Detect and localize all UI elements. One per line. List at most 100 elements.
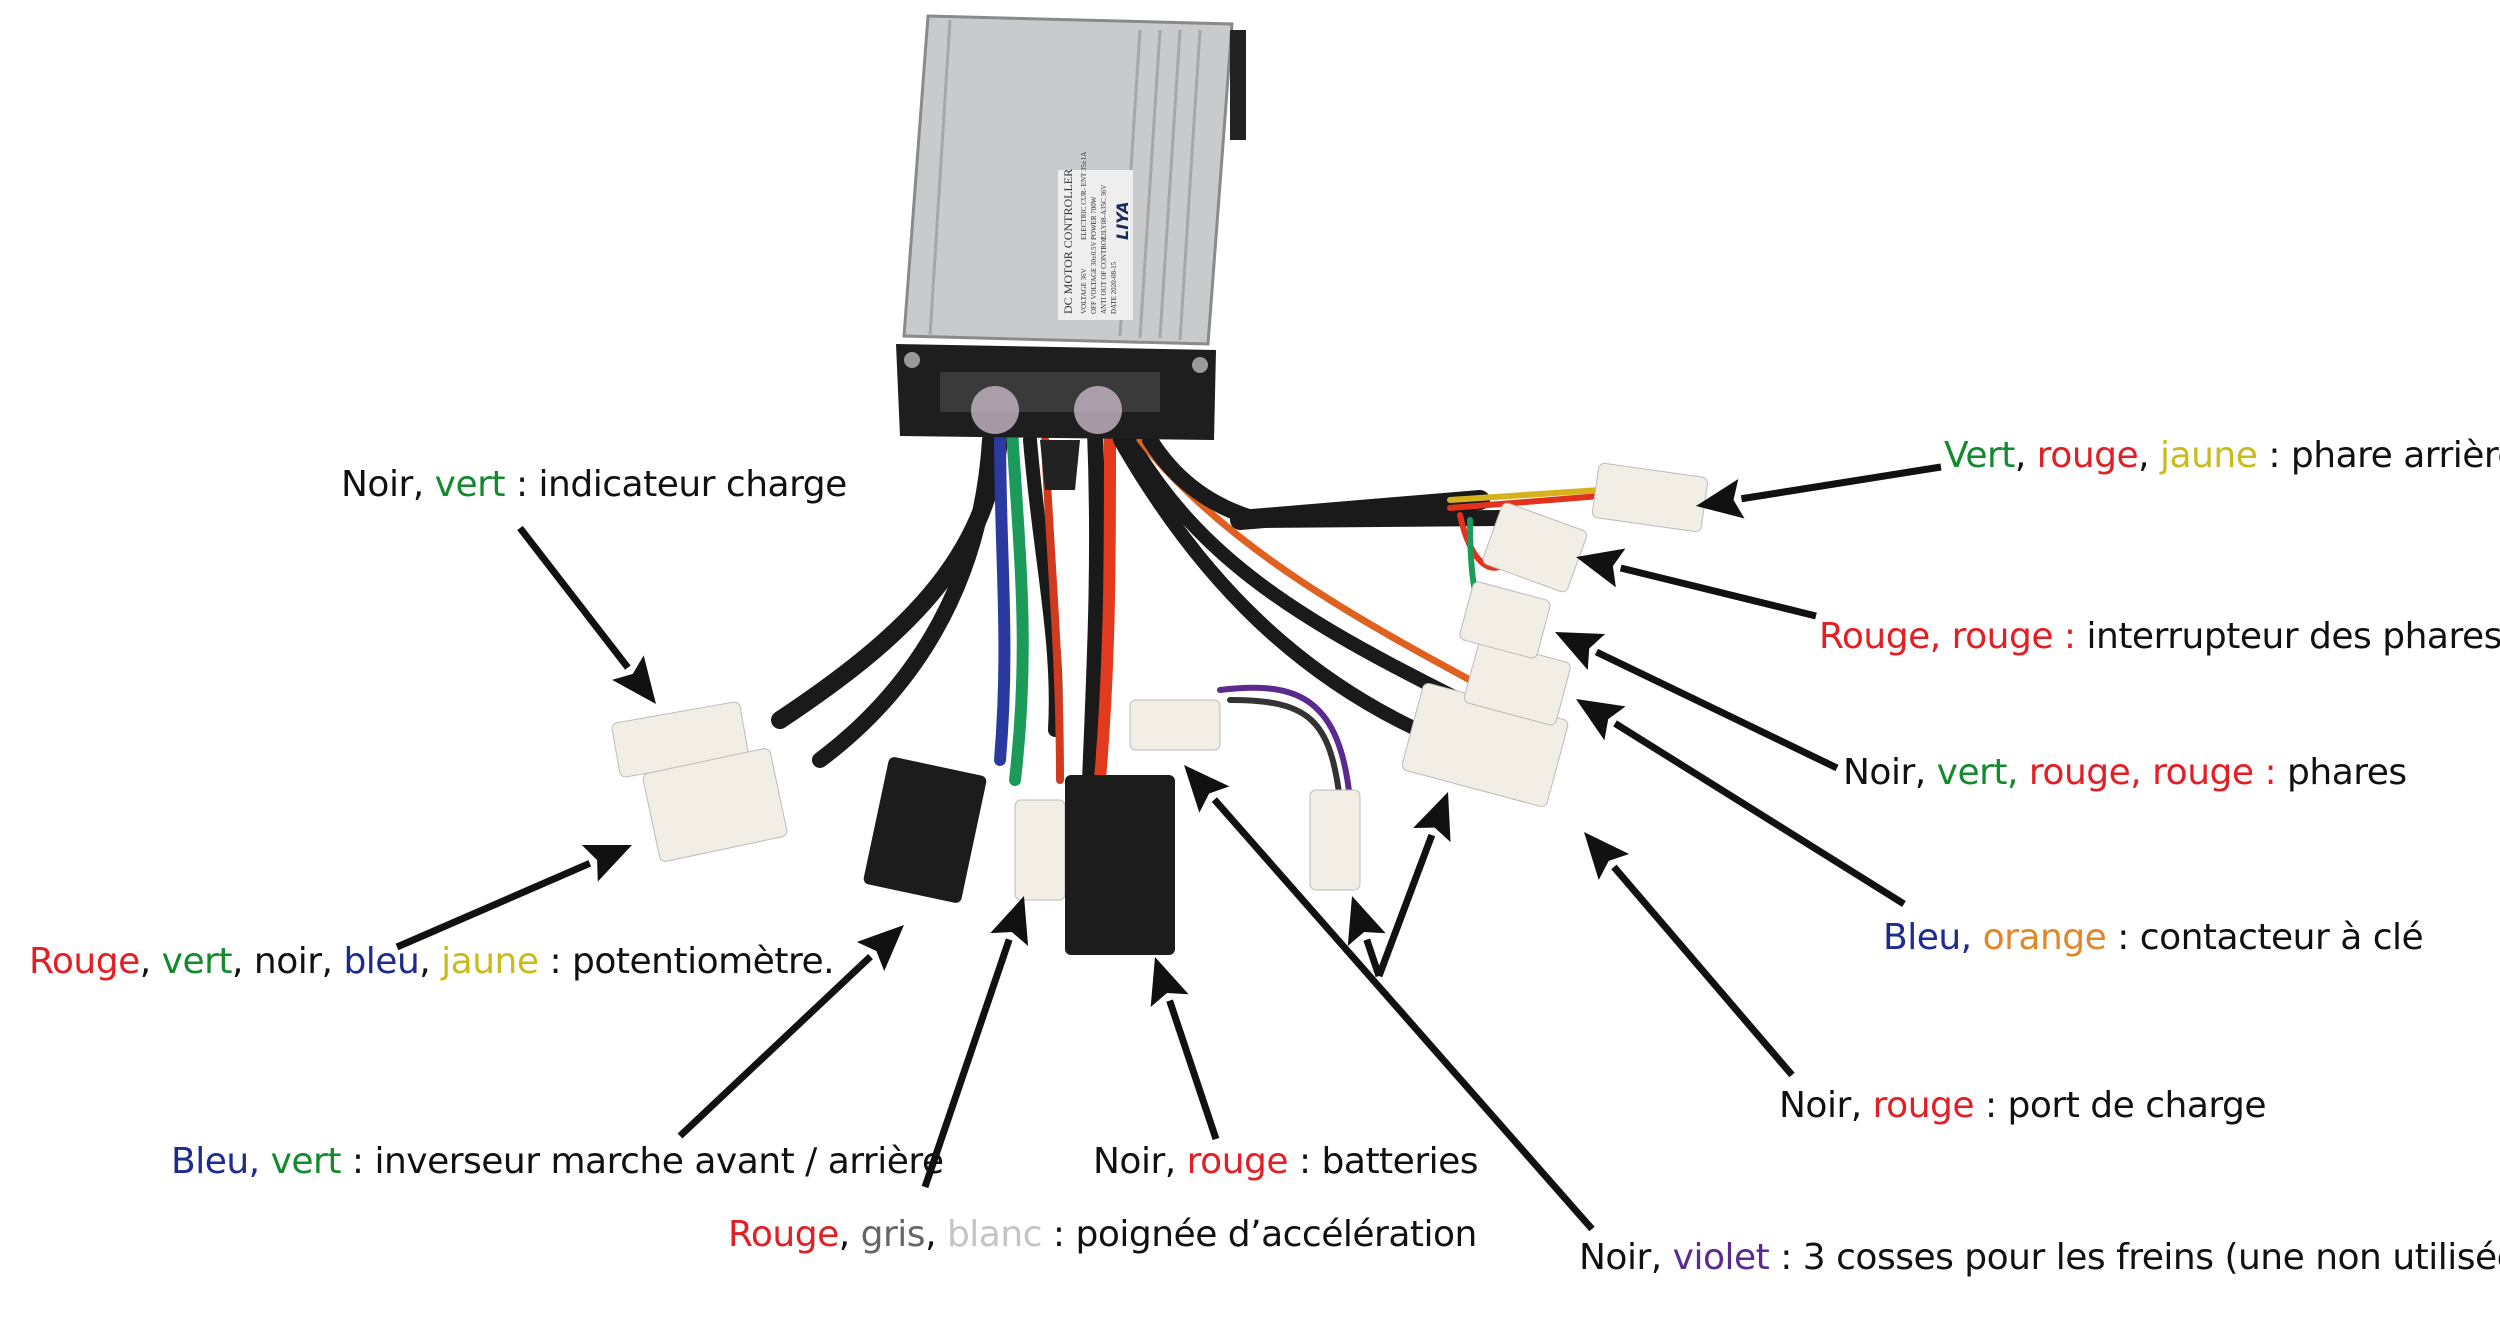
arrow-phares — [1555, 632, 1839, 772]
label-segment: : indicateur charge — [505, 464, 847, 505]
label-segment: blanc — [946, 1214, 1043, 1255]
arrow-line — [1740, 463, 1942, 503]
label-segment: , — [139, 941, 162, 982]
arrow-phare-arriere — [1696, 463, 1942, 519]
connectors — [611, 462, 1708, 955]
arrow-port-charge — [1584, 832, 1795, 1078]
arrow-head — [1696, 479, 1745, 519]
label-segment: Rouge — [728, 1214, 839, 1255]
label-segment: Vert — [1944, 435, 2015, 476]
arrow-line — [1619, 564, 1817, 620]
spec-current: ELECTRIC CUR- ENT 35±1A — [1080, 152, 1088, 240]
label-segment: : batteries — [1288, 1141, 1479, 1182]
label-segment: Noir, — [1093, 1141, 1187, 1182]
label-indicateur-charge: Noir, vert : indicateur charge — [341, 463, 847, 507]
label-segment: Noir, — [1779, 1085, 1873, 1126]
label-segment: vert, — [1936, 752, 2029, 793]
label-segment: rouge, rouge : — [2028, 752, 2288, 793]
arrow-interrupteur-phares — [1576, 548, 1817, 620]
spec-anti: ANTI OUT OF CONTROL — [1100, 236, 1108, 314]
arrow-freins — [1375, 792, 1451, 978]
arrow-freins — [1347, 896, 1386, 978]
arrow-head — [856, 925, 904, 972]
label-segment: Bleu, — [1883, 917, 1983, 958]
label-segment: vert — [270, 1141, 342, 1182]
spec-model: ZJLY08-A35C 36V — [1100, 185, 1108, 241]
arrow-head — [1555, 632, 1606, 670]
label-segment: Noir, — [341, 464, 435, 505]
label-segment: orange — [1982, 917, 2107, 958]
label-segment: phares — [2287, 752, 2407, 793]
arrow-freins — [1184, 765, 1595, 1232]
arrow-head — [1347, 896, 1386, 946]
label-phare-arriere: Vert, rouge, jaune : phare arrière — [1944, 434, 2500, 478]
label-segment: , noir, — [232, 941, 344, 982]
arrow-line — [1611, 864, 1795, 1078]
arrow-line — [517, 525, 631, 670]
arrow-inverseur — [677, 925, 904, 1139]
label-contacteur-cle: Bleu, orange : contacteur à clé — [1883, 916, 2424, 960]
label-segment: rouge — [2036, 435, 2139, 476]
arrow-line — [1166, 999, 1220, 1141]
label-segment: : potentiomètre. — [538, 941, 835, 982]
label-potentiometre: Rouge, vert, noir, bleu, jaune : potenti… — [29, 940, 835, 984]
spec-date: DATE 2020-08-15 — [1110, 261, 1118, 314]
arrow-line — [1594, 648, 1839, 772]
label-segment: , — [419, 941, 442, 982]
arrow-head — [1576, 548, 1626, 588]
label-port-charge: Noir, rouge : port de charge — [1779, 1084, 2267, 1128]
label-segment: jaune — [441, 941, 539, 982]
spec-voltage: VOLTAGE 36V — [1080, 268, 1088, 314]
arrow-head — [1184, 765, 1230, 813]
label-segment: , — [2138, 435, 2161, 476]
arrow-line — [1375, 833, 1436, 978]
label-segment: Noir, — [1579, 1237, 1673, 1278]
label-segment: gris — [860, 1214, 926, 1255]
label-segment: , — [2014, 435, 2037, 476]
arrow-head — [612, 655, 656, 704]
arrow-line — [921, 938, 1013, 1189]
label-interrupteur-phares: Rouge, rouge : interrupteur des phares — [1819, 615, 2500, 659]
arrow-head — [1576, 699, 1626, 741]
label-segment: Rouge, rouge : — [1819, 616, 2087, 657]
label-segment: : contacteur à clé — [2106, 917, 2424, 958]
label-segment: Bleu, — [171, 1141, 271, 1182]
arrow-line — [1613, 720, 1906, 907]
label-segment: bleu — [343, 941, 420, 982]
label-phares: Noir, vert, rouge, rouge : phares — [1843, 751, 2407, 795]
label-segment: , — [925, 1214, 947, 1255]
label-poignee-acceleration: Rouge, gris, blanc : poignée d’accélérat… — [728, 1213, 1477, 1257]
label-segment: violet — [1672, 1237, 1770, 1278]
label-segment: : inverseur marche avant / arrière — [340, 1141, 944, 1182]
label-segment: : phare arrière — [2257, 435, 2500, 476]
label-segment: interrupteur des phares — [2086, 616, 2500, 657]
arrow-batteries — [1150, 957, 1220, 1141]
label-freins: Noir, violet : 3 cosses pour les freins … — [1579, 1236, 2500, 1280]
controller-body: DC MOTOR CONTROLLER VOLTAGE 36V ELECTRIC… — [896, 14, 1246, 490]
arrow-head — [1150, 957, 1189, 1007]
label-segment: , — [838, 1214, 861, 1255]
label-segment: vert — [434, 464, 506, 505]
label-segment: rouge — [1186, 1141, 1289, 1182]
label-segment: Rouge — [29, 941, 140, 982]
label-segment: Noir, — [1843, 752, 1937, 793]
arrow-contacteur-cle — [1576, 699, 1906, 907]
spec-power: POWER 700W — [1090, 196, 1098, 240]
label-segment: : poignée d’accélération — [1041, 1214, 1477, 1255]
label-segment: jaune — [2160, 435, 2258, 476]
controller-title: DC MOTOR CONTROLLER — [1061, 169, 1075, 314]
label-segment: vert — [161, 941, 233, 982]
label-inverseur: Bleu, vert : inverseur marche avant / ar… — [171, 1140, 944, 1184]
arrow-head — [1413, 792, 1451, 843]
label-segment: : 3 cosses pour les freins (une non util… — [1769, 1237, 2500, 1278]
arrow-poignee-acceleration — [921, 896, 1029, 1189]
brand-logo: LIYA — [1113, 201, 1132, 240]
arrow-line — [1211, 797, 1595, 1232]
arrow-head — [990, 896, 1029, 946]
arrow-head — [581, 844, 632, 882]
arrow-line — [395, 860, 592, 951]
arrow-head — [1584, 832, 1630, 880]
